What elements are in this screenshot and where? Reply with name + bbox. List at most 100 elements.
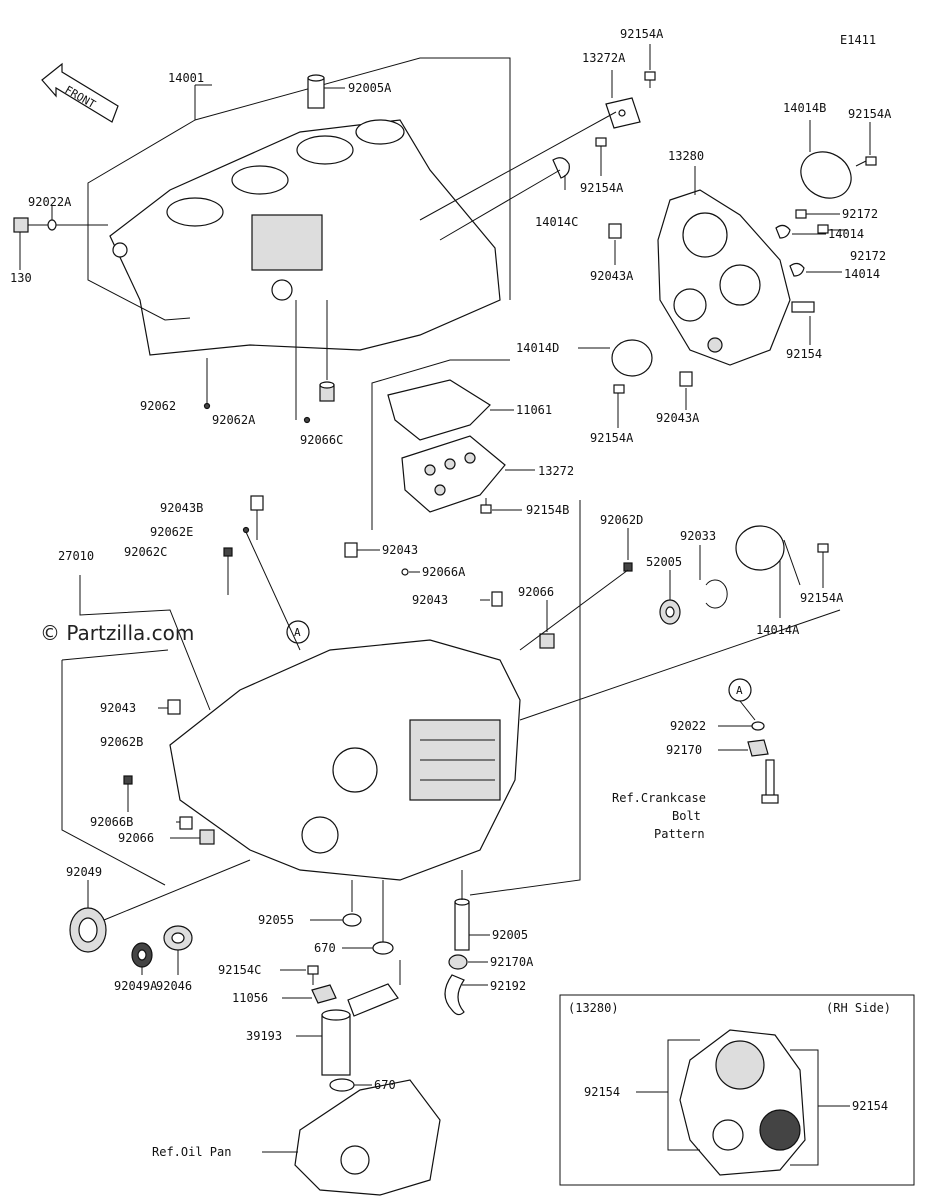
- label-13272A: 13272A: [582, 51, 626, 65]
- bolt-crankcase-ref-part[interactable]: [761, 759, 779, 804]
- dowel-92043A-1-part[interactable]: [608, 223, 622, 239]
- bolt-92154A-low-part[interactable]: [817, 543, 829, 553]
- label-92066B: 92066B: [90, 815, 133, 829]
- inset-rh-cover-part[interactable]: [679, 1029, 806, 1176]
- label-92062: 92062: [140, 399, 176, 413]
- bolt-130-part[interactable]: [13, 217, 48, 233]
- bearing-92066B-part[interactable]: [179, 816, 193, 830]
- label-92022: 92022: [670, 719, 706, 733]
- dowel-92005A-part[interactable]: [307, 74, 325, 109]
- svg-text:A: A: [736, 684, 743, 697]
- bolt-92154A-mid-part[interactable]: [595, 137, 607, 158]
- label-92066A: 92066A: [422, 565, 466, 579]
- bearing-92066C-part[interactable]: [319, 381, 335, 402]
- plug-92062C-part[interactable]: [223, 547, 233, 557]
- label-ref-pattern: Pattern: [654, 827, 705, 841]
- label-92049: 92049: [66, 865, 102, 879]
- upper-crankcase-part[interactable]: [109, 119, 501, 356]
- bolt-92172-1-part[interactable]: [795, 209, 807, 219]
- oil-seal-92049-part[interactable]: [69, 907, 107, 953]
- gasket-14014-1-part[interactable]: [775, 224, 791, 239]
- o-ring-92055-part[interactable]: [342, 913, 362, 927]
- plug-92062-part[interactable]: [203, 402, 211, 410]
- gear-52005-part[interactable]: [659, 599, 681, 625]
- bolt-92154A-rh-top-part[interactable]: [855, 156, 877, 167]
- label-92049A: 92049A: [114, 979, 158, 993]
- rh-side-inset-box: [559, 994, 915, 1186]
- label-92062C: 92062C: [124, 545, 167, 559]
- label-14014-1: 14014: [828, 227, 864, 241]
- plug-92062A-part[interactable]: [303, 416, 311, 424]
- oil-pan-reference-part: [294, 1079, 441, 1196]
- oil-seal-92049A-part[interactable]: [131, 942, 153, 968]
- label-14014A: 14014A: [756, 623, 800, 637]
- bolt-92172-2-part[interactable]: [817, 224, 829, 234]
- clamp-92170A-part[interactable]: [448, 954, 468, 970]
- dowel-92043A-2-part[interactable]: [679, 371, 693, 387]
- label-92043-3: 92043: [100, 701, 136, 715]
- bolt-92154B-part[interactable]: [480, 498, 492, 514]
- svg-text:A: A: [294, 626, 301, 639]
- gasket-14014D-part[interactable]: [611, 339, 653, 377]
- washer-92022A-part[interactable]: [47, 219, 57, 231]
- bolt-92154A-rh-low-part[interactable]: [613, 384, 625, 394]
- hose-92192-part[interactable]: [444, 974, 465, 1016]
- label-27010: 27010: [58, 549, 94, 563]
- washer-92022-part[interactable]: [751, 721, 765, 731]
- bolt-92154-rh-part[interactable]: [791, 301, 815, 313]
- cover-plate-13272A-part[interactable]: [605, 97, 641, 129]
- rh-side-cover-13280-part[interactable]: [657, 189, 791, 366]
- label-14014-2: 14014: [844, 267, 880, 281]
- o-ring-670-1-part[interactable]: [372, 941, 394, 955]
- gasket-14014A-part[interactable]: [735, 525, 785, 571]
- o-ring-670-2-part[interactable]: [329, 1078, 355, 1092]
- plug-92062D-part[interactable]: [623, 562, 633, 572]
- lower-crankcase-part[interactable]: [169, 639, 521, 881]
- dowel-92043-2-part[interactable]: [491, 591, 503, 607]
- label-92154A-3: 92154A: [848, 107, 892, 121]
- dowel-92043B-part[interactable]: [250, 495, 264, 511]
- label-ref-crankcase: Ref.Crankcase: [612, 791, 706, 805]
- label-14014B: 14014B: [783, 101, 826, 115]
- label-670-2: 670: [374, 1078, 396, 1092]
- bracket-11056-part[interactable]: [311, 984, 337, 1004]
- label-92033: 92033: [680, 529, 716, 543]
- bolt-92154A-top-part[interactable]: [644, 71, 656, 88]
- dowel-92043-1-part[interactable]: [344, 542, 358, 558]
- label-92192: 92192: [490, 979, 526, 993]
- label-92005: 92005: [492, 928, 528, 942]
- label-92066-2: 92066: [118, 831, 154, 845]
- label-92022A: 92022A: [28, 195, 72, 209]
- callout-labels: 14001 92005A 92154A 13272A 92154A 14014C…: [10, 27, 892, 1159]
- plug-92062E-part[interactable]: [242, 526, 250, 534]
- bearing-92046-part[interactable]: [163, 925, 193, 951]
- label-11056: 11056: [232, 991, 268, 1005]
- bearing-92066-2-part[interactable]: [199, 829, 215, 845]
- label-92043-1: 92043: [382, 543, 418, 557]
- label-92154A-5: 92154A: [800, 591, 844, 605]
- label-92066C: 92066C: [300, 433, 343, 447]
- inset-label-92154-right: 92154: [852, 1099, 888, 1113]
- label-92043A-2: 92043A: [656, 411, 700, 425]
- bolt-92154C-part[interactable]: [307, 965, 319, 985]
- label-92062A: 92062A: [212, 413, 256, 427]
- pipe-92005-part[interactable]: [454, 898, 470, 951]
- plug-92066A-part[interactable]: [401, 568, 409, 576]
- bearing-92066-1-part[interactable]: [539, 633, 555, 649]
- dowel-92043-3-part[interactable]: [167, 699, 181, 715]
- plug-92062B-part[interactable]: [123, 775, 133, 785]
- gasket-14014B-part[interactable]: [792, 143, 859, 207]
- label-14001: 14001: [168, 71, 204, 85]
- label-92154: 92154: [786, 347, 822, 361]
- cover-13272-part[interactable]: [401, 435, 506, 513]
- label-92154B: 92154B: [526, 503, 569, 517]
- gasket-14014C-part[interactable]: [552, 157, 570, 179]
- gasket-11061-part[interactable]: [387, 379, 491, 441]
- watermark: © Partzilla.com: [40, 621, 194, 645]
- gasket-14014-2-part[interactable]: [789, 262, 805, 277]
- clamp-92170-part[interactable]: [747, 739, 769, 757]
- circlip-92033-part[interactable]: [705, 579, 728, 609]
- label-92062E: 92062E: [150, 525, 193, 539]
- pipe-39193-part[interactable]: [321, 983, 399, 1076]
